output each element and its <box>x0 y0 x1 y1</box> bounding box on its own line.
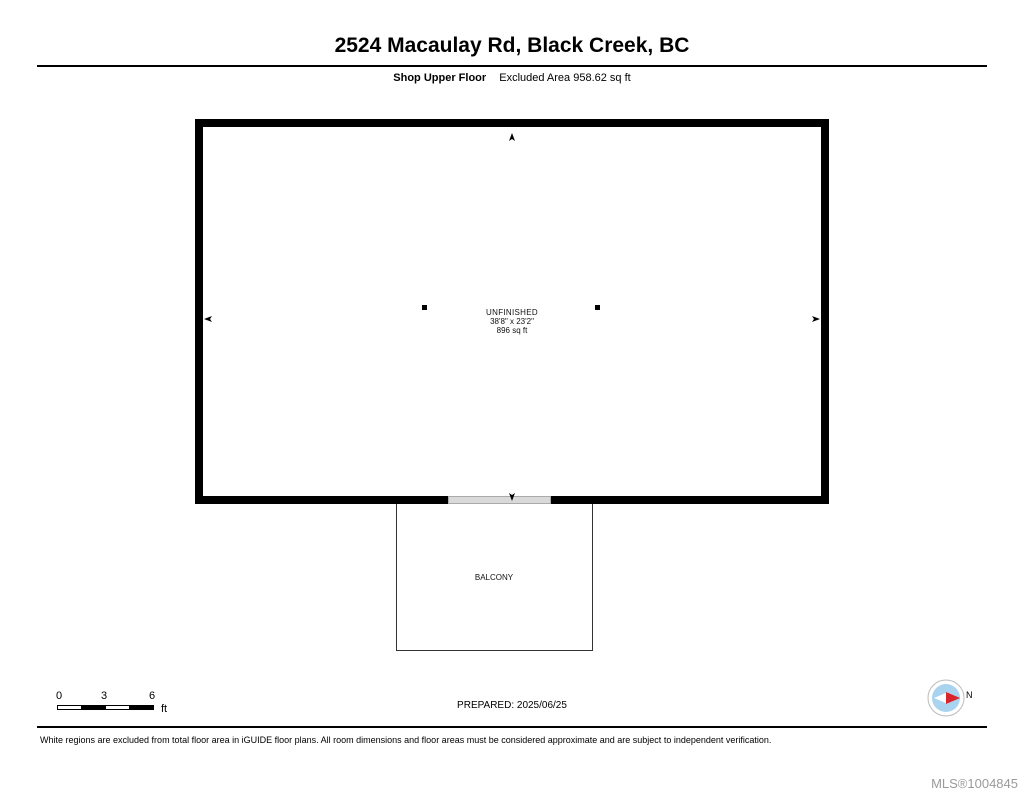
scale-unit: ft <box>161 703 168 715</box>
arrow-right-icon <box>812 309 820 327</box>
north-arrow-icon: N <box>926 678 973 718</box>
arrow-left-icon <box>204 309 212 327</box>
prepared-date: PREPARED: 2025/06/25 <box>457 700 567 711</box>
footer-divider <box>37 726 987 728</box>
disclaimer-text: White regions are excluded from total fl… <box>40 735 772 745</box>
scale-segment <box>129 705 154 710</box>
room-dimensions: 38'8" x 23'2" <box>490 317 534 326</box>
room-area: 896 sq ft <box>496 326 528 335</box>
arrow-up-icon <box>509 128 515 146</box>
scale-tick-6: 6 <box>149 690 156 702</box>
scale-tick-3: 3 <box>101 690 108 702</box>
room-name: BALCONY <box>474 573 514 582</box>
balcony-door-opening <box>448 496 551 504</box>
room-name: UNFINISHED <box>486 308 538 317</box>
room-label-unfinished: UNFINISHED 38'8" x 23'2" 896 sq ft <box>462 308 562 335</box>
mls-number: MLS®1004845 <box>931 776 1018 791</box>
scale-tick-0: 0 <box>56 690 63 702</box>
page-title: 2524 Macaulay Rd, Black Creek, BC <box>334 34 690 57</box>
room-balcony <box>396 504 593 651</box>
compass-label: N <box>966 690 973 700</box>
post-marker-right <box>595 305 600 310</box>
area-summary: Excluded Area 958.62 sq ft <box>499 72 631 84</box>
post-marker-left <box>422 305 427 310</box>
room-unfinished <box>195 119 829 504</box>
floor-name: Shop Upper Floor <box>393 72 487 84</box>
room-label-balcony: BALCONY <box>444 573 544 582</box>
header-divider <box>37 65 987 67</box>
floor-subtitle: Shop Upper Floor Excluded Area 958.62 sq… <box>0 72 1024 84</box>
arrow-down-icon <box>509 488 515 506</box>
scale-bar: 0 3 6 ft <box>56 690 196 720</box>
